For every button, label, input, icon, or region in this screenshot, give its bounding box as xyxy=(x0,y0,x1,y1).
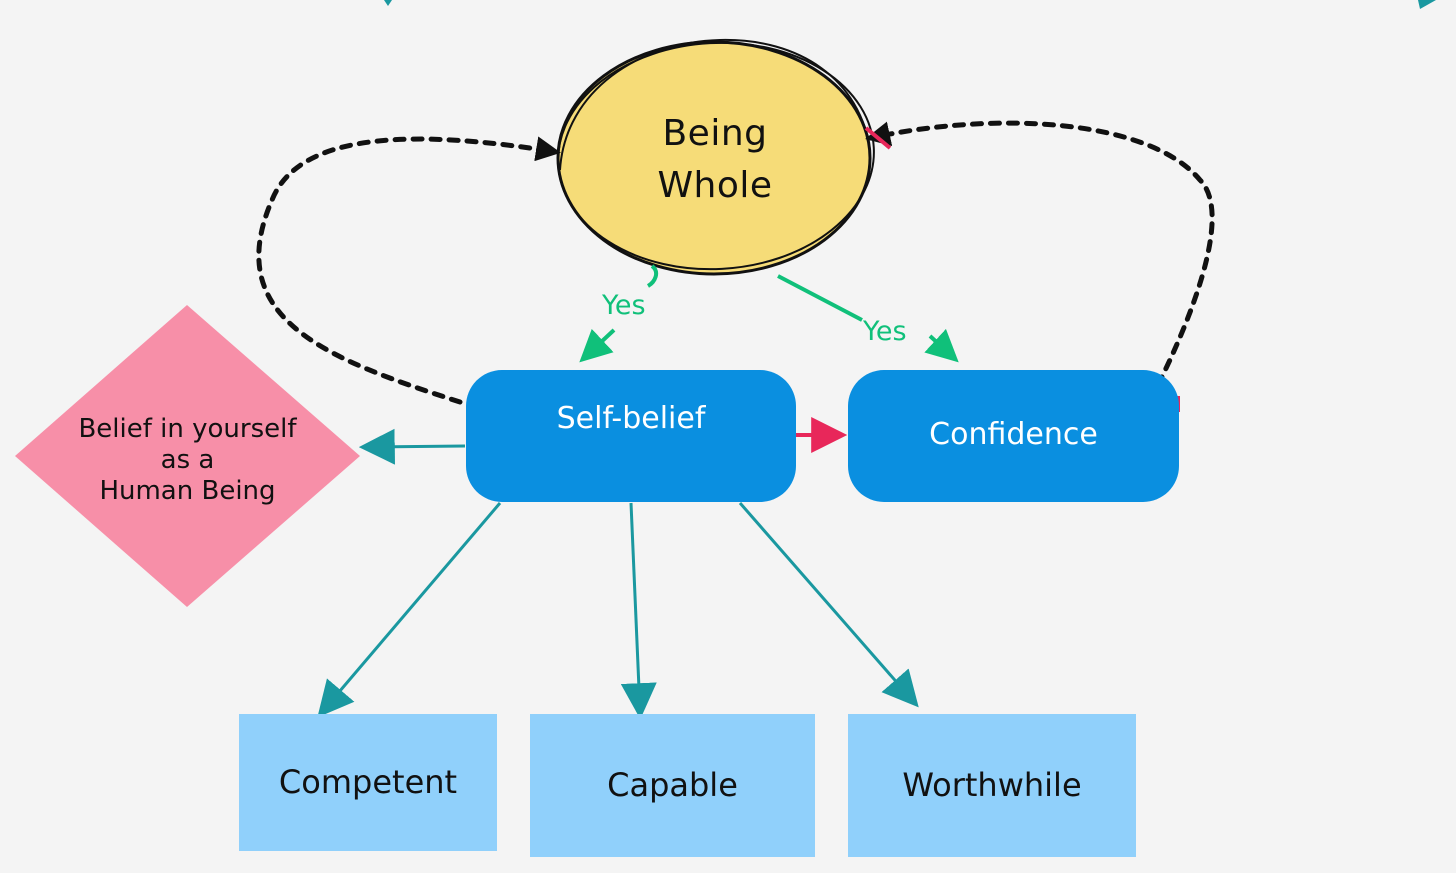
belief-human-diamond[interactable] xyxy=(15,305,360,607)
self-belief-node[interactable] xyxy=(466,370,796,502)
worthwhile-node[interactable] xyxy=(848,714,1136,857)
yes-label-left: Yes xyxy=(602,290,646,321)
yes-arrow-to-selfbelief xyxy=(584,264,659,358)
yes-label-right: Yes xyxy=(863,316,907,347)
arrow-selfbelief-to-diamond xyxy=(358,428,466,465)
competent-node[interactable] xyxy=(239,714,497,851)
arrow-selfbelief-to-competent xyxy=(317,502,502,718)
stray-mark-top xyxy=(384,0,392,6)
stray-mark-top-right xyxy=(1418,0,1436,9)
competent-label: Competent xyxy=(278,763,458,801)
capable-label: Capable xyxy=(607,766,738,804)
red-tick-mark xyxy=(864,126,892,150)
capable-node[interactable] xyxy=(530,714,815,857)
self-belief-label: Self-belief xyxy=(556,400,706,436)
arrow-selfbelief-to-capable xyxy=(620,502,657,720)
dotted-arrow-selfbelief-to-being xyxy=(256,136,561,405)
confidence-label: Confidence xyxy=(929,416,1098,452)
confidence-node[interactable] xyxy=(848,370,1179,502)
being-whole-label: Being Whole xyxy=(657,113,773,206)
worthwhile-label: Worthwhile xyxy=(902,766,1082,804)
dotted-arrow-confidence-to-being xyxy=(865,120,1215,388)
yes-arrow-to-confidence xyxy=(777,274,954,358)
belief-human-label: Belief in yourself as a Human Being xyxy=(78,413,297,506)
arrow-selfbelief-to-worthwhile xyxy=(738,502,919,708)
